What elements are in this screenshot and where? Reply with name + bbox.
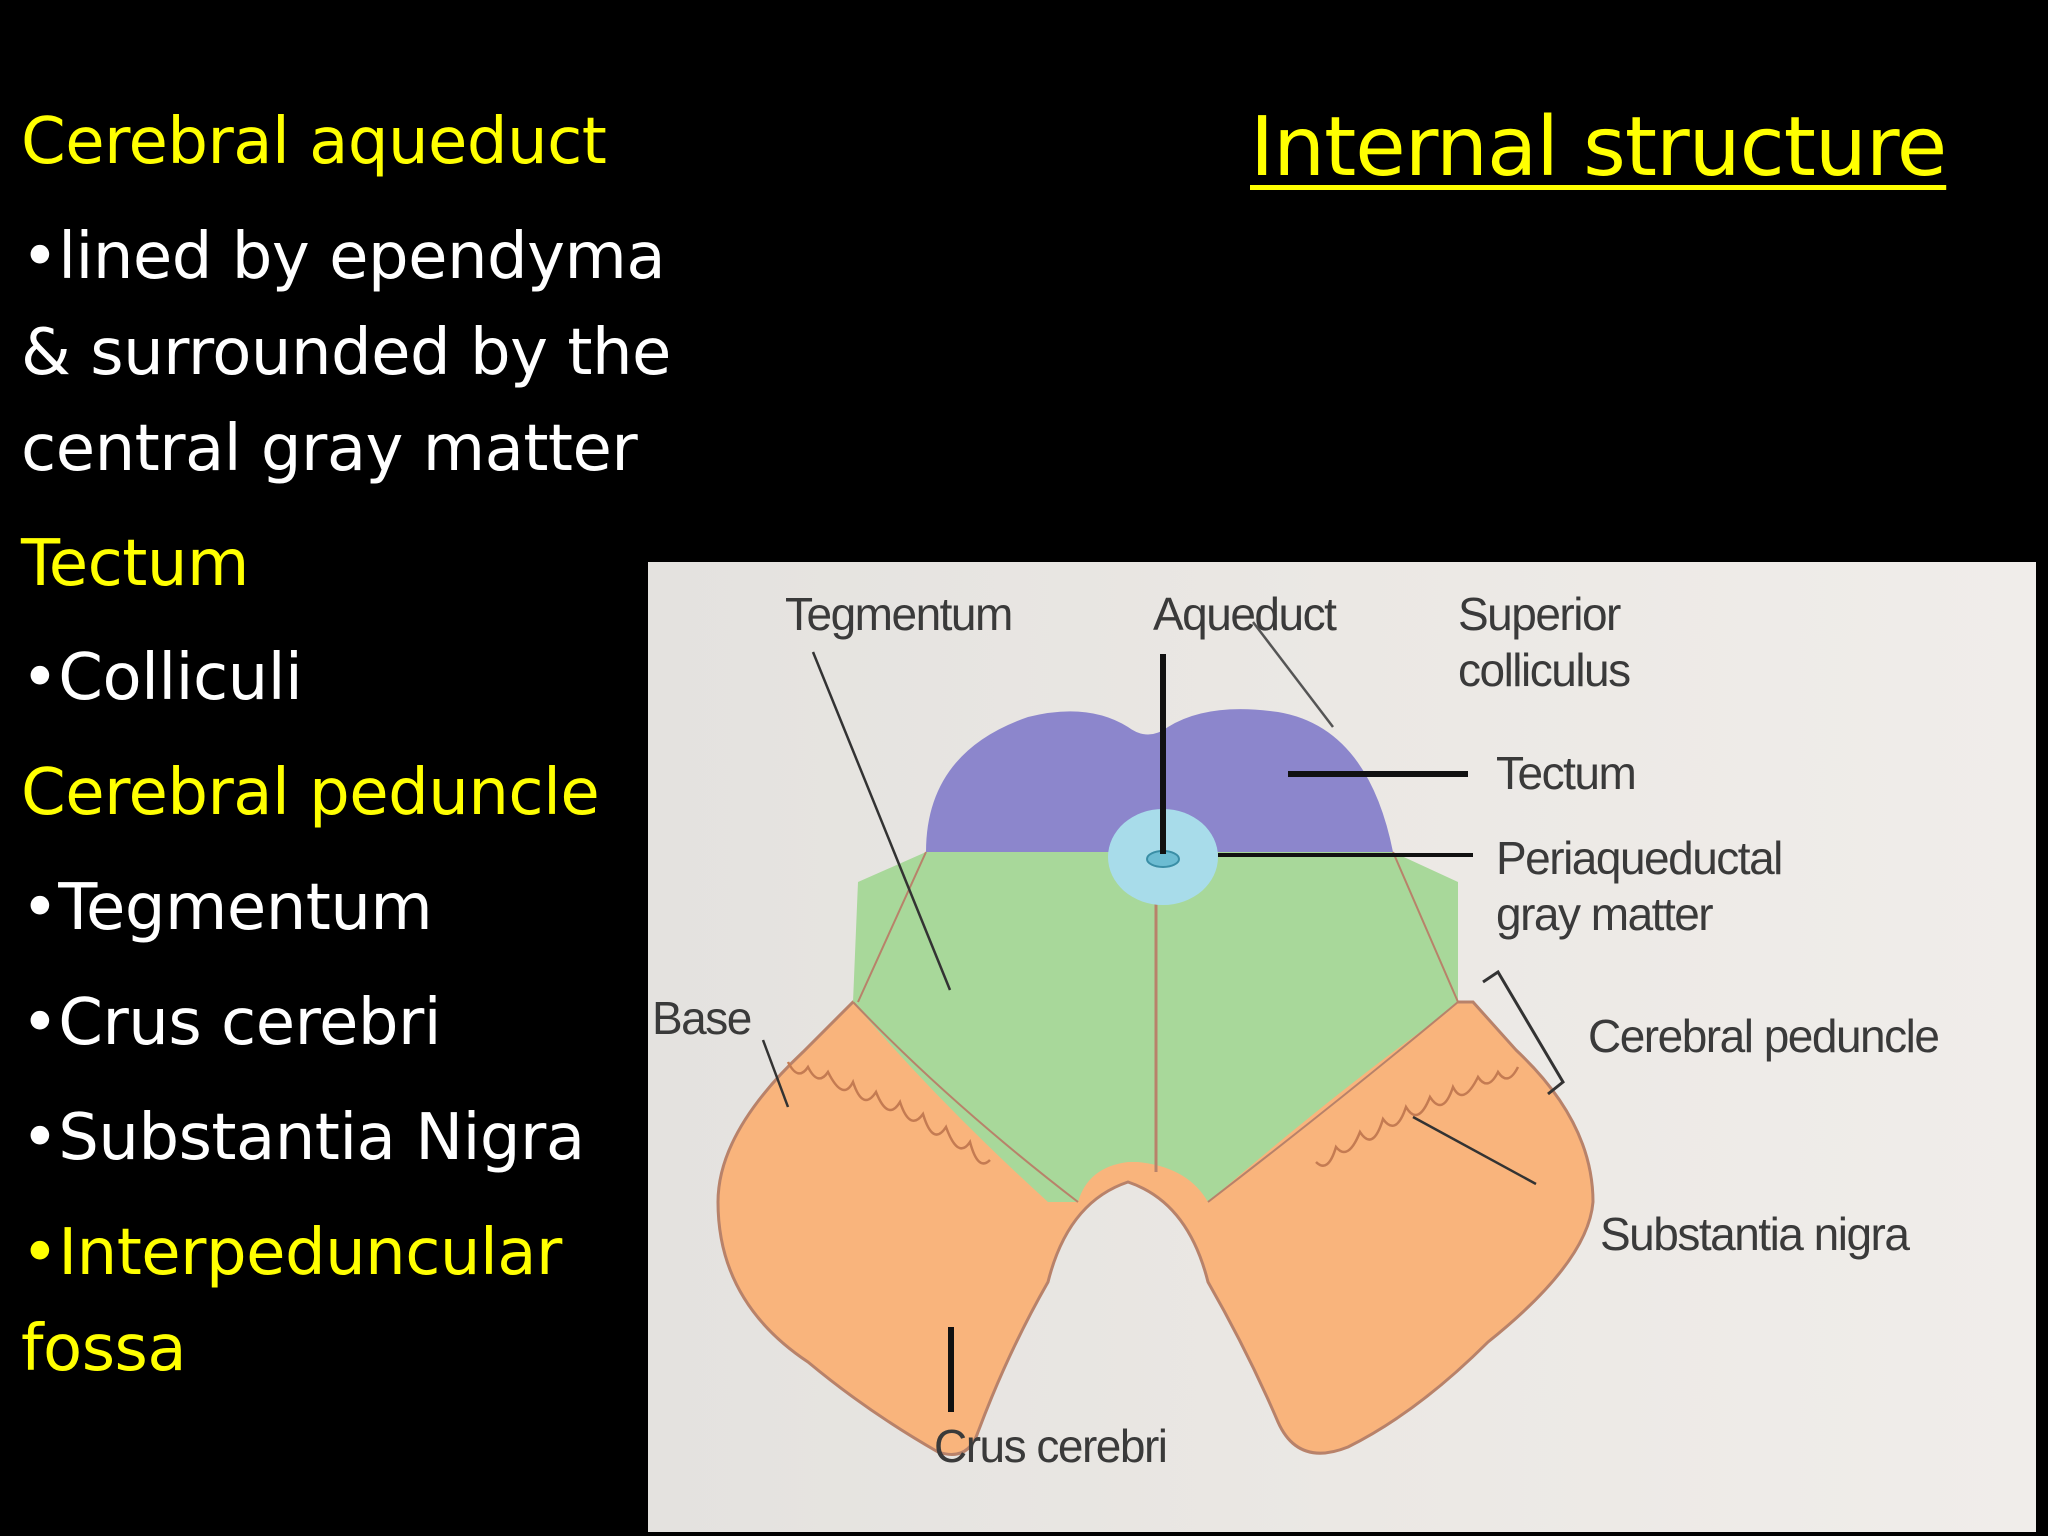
tegmentum-base-boundary: [852, 1001, 1459, 1203]
midbrain-diagram: Tegmentum Aqueduct Superior colliculus T…: [648, 562, 2036, 1532]
substantia-nigra-left: [786, 1061, 991, 1165]
bullet-substantia-nigra: •Substantia Nigra: [21, 1101, 585, 1175]
bullet-colliculi: •Colliculi: [21, 641, 303, 715]
base-region: [716, 1000, 1595, 1456]
label-substantia-nigra: Substantia nigra: [1600, 1208, 1910, 1260]
substantia-nigra-right: [1315, 1066, 1520, 1167]
base-leader: [761, 1039, 790, 1108]
label-periaqueductal-1: Periaqueductal: [1496, 832, 1782, 884]
label-tegmentum: Tegmentum: [785, 588, 1012, 640]
label-aqueduct: Aqueduct: [1153, 588, 1337, 640]
bullet-tegmentum: •Tegmentum: [21, 871, 433, 945]
label-superior-colliculus-2: colliculus: [1458, 644, 1630, 696]
heading-cerebral-peduncle: Cerebral peduncle: [21, 756, 600, 830]
bullet-crus-cerebri: •Crus cerebri: [21, 986, 442, 1060]
substantia-nigra-leader: [1412, 1115, 1537, 1186]
label-crus-cerebri: Crus cerebri: [934, 1420, 1167, 1472]
label-cerebral-peduncle: Cerebral peduncle: [1588, 1010, 1938, 1062]
bullet-interpeduncular: •Interpeduncular: [21, 1216, 562, 1290]
label-tectum: Tectum: [1496, 747, 1635, 799]
tectum-region: [926, 709, 1393, 852]
label-periaqueductal-2: gray matter: [1496, 888, 1713, 940]
slide-title: Internal structure: [1250, 100, 1947, 195]
tegmentum-sides: [857, 851, 1459, 1003]
label-base: Base: [652, 992, 751, 1044]
heading-tectum: Tectum: [21, 527, 249, 601]
superior-colliculus-leader: [1252, 621, 1334, 728]
heading-cerebral-aqueduct: Cerebral aqueduct: [21, 105, 607, 179]
cerebral-peduncle-bracket: [1482, 969, 1565, 1096]
bullet-continuation: fossa: [21, 1312, 187, 1386]
label-superior-colliculus-1: Superior: [1458, 588, 1621, 640]
tegmentum-leader: [811, 651, 952, 991]
bullet-continuation: central gray matter: [21, 412, 638, 486]
midbrain-diagram-svg: Tegmentum Aqueduct Superior colliculus T…: [652, 588, 1940, 1472]
bullet-lined-by-ependyma: •lined by ependyma: [21, 220, 666, 294]
bullet-continuation: & surrounded by the: [21, 316, 671, 390]
